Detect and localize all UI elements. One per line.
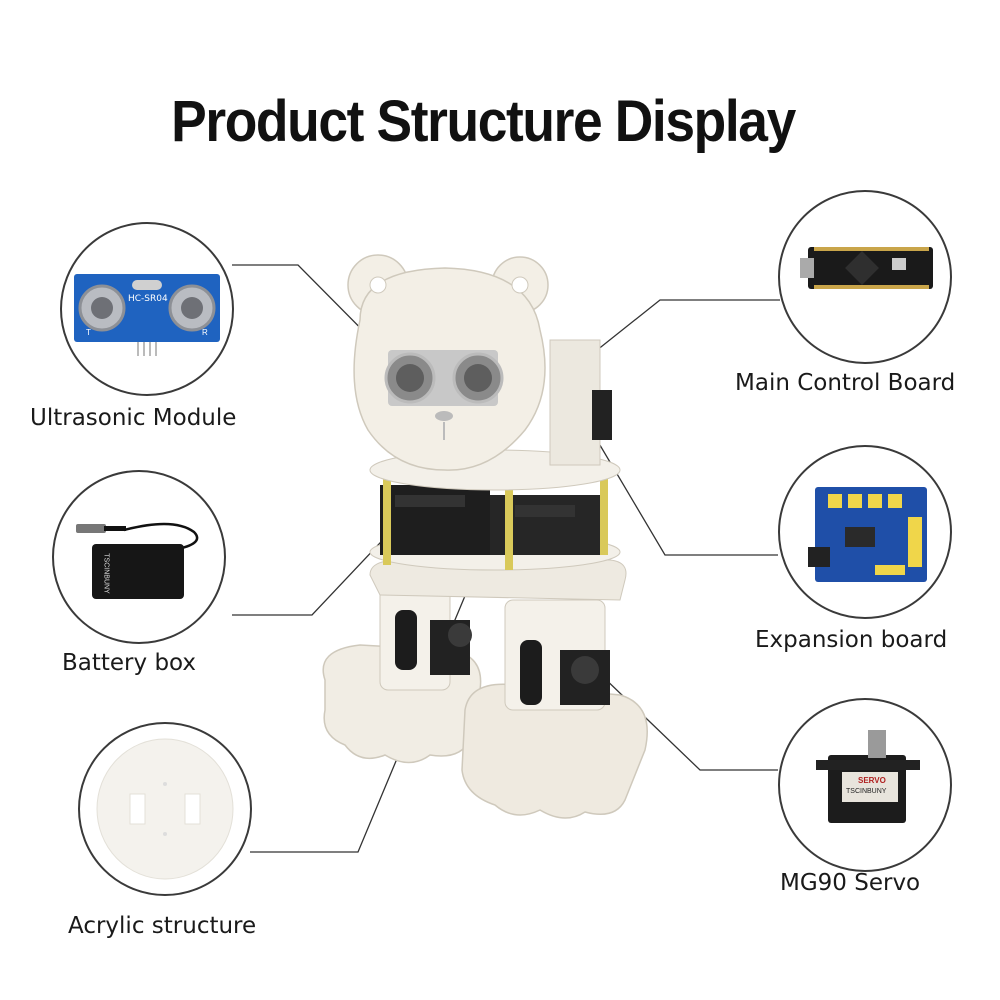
left-leg [379,584,472,691]
right-leg [504,599,610,711]
ultrasonic-chip-text: HC-SR04 [128,294,168,304]
servo-sticker-text: SERVO [858,776,886,785]
ultrasonic-pin-r: R [202,328,208,337]
robot-illustration [322,254,648,819]
ultrasonic-eyes [384,350,504,406]
battery-box-image: TSCINBUNY [52,470,226,644]
acrylic-structure-image [78,722,252,896]
hip-plate [369,559,627,601]
mg90-servo-image: SERVO TSCINBUNY [778,698,952,872]
main-control-board-image [778,190,952,364]
acrylic-structure-label: Acrylic structure [68,913,257,939]
ultrasonic-pin-t: T [86,328,91,337]
leader-expansion [577,407,778,556]
body-servos [380,485,600,555]
ultrasonic-module-image: HC-SR04 T R [60,222,234,396]
page-title: Product Structure Display [171,89,796,154]
expansion-board-label: Expansion board [755,627,948,653]
battery-box-label: Battery box [62,650,197,676]
ultrasonic-module-label: Ultrasonic Module [30,405,237,431]
neck-bracket [549,339,601,466]
servo-brand-text: TSCINBUNY [846,788,887,795]
expansion-board-image [778,445,952,619]
battery-brand-text: TSCINBUNY [102,553,110,594]
standoffs [383,470,608,570]
mg90-servo-label: MG90 Servo [780,870,921,896]
main-control-board-label: Main Control Board [735,370,956,396]
